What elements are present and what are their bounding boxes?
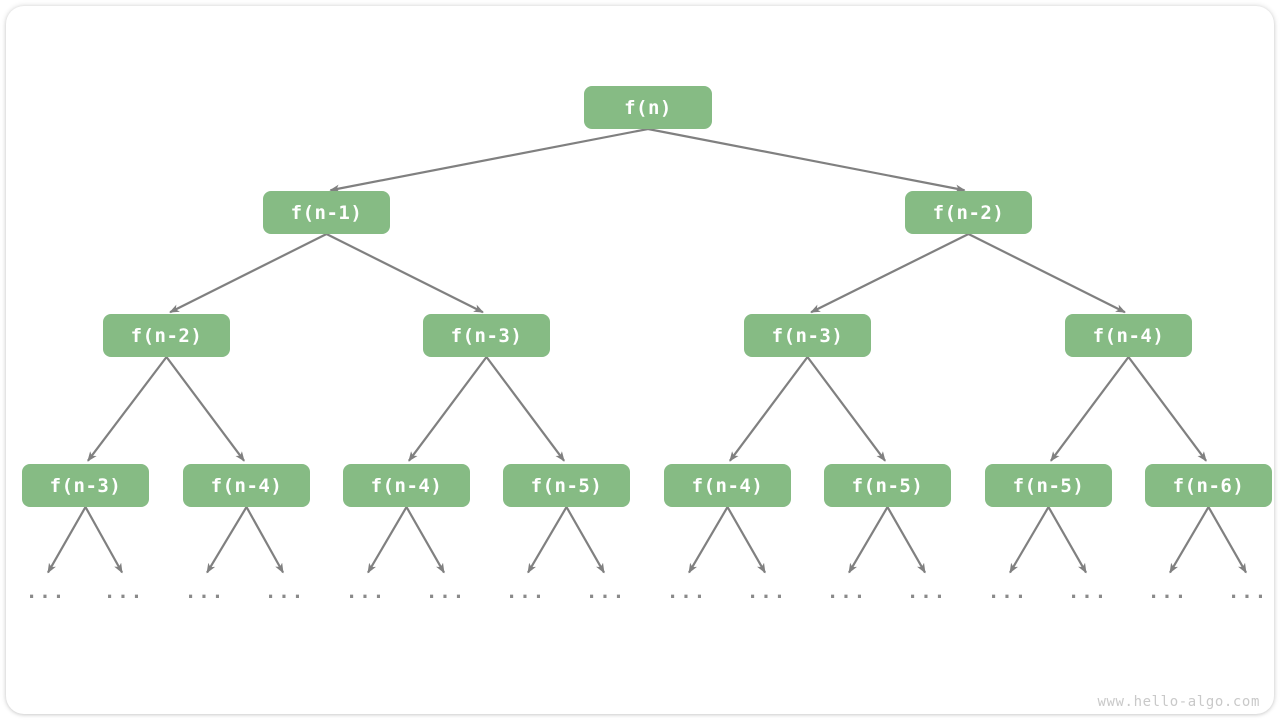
tree-ellipsis: ... — [987, 581, 1029, 603]
tree-node: f(n-4) — [183, 464, 310, 507]
tree-ellipsis: ... — [345, 581, 387, 603]
tree-edge — [688, 506, 729, 574]
tree-edge — [1009, 506, 1050, 574]
tree-edge — [169, 233, 327, 314]
tree-ellipsis: ... — [425, 581, 467, 603]
tree-edge — [647, 127, 966, 193]
tree-node: f(n-3) — [423, 314, 550, 357]
tree-edge — [408, 356, 488, 462]
tree-edge — [87, 356, 168, 462]
tree-edge — [1047, 506, 1087, 574]
tree-node: f(n-5) — [503, 464, 630, 507]
tree-ellipsis: ... — [1147, 581, 1189, 603]
tree-ellipsis: ... — [103, 581, 145, 603]
tree-edge — [726, 506, 766, 574]
tree-edge — [165, 356, 245, 462]
tree-ellipsis: ... — [264, 581, 306, 603]
tree-ellipsis: ... — [184, 581, 226, 603]
tree-edge — [886, 506, 926, 574]
tree-edge — [206, 506, 248, 574]
tree-edge — [367, 506, 408, 574]
tree-ellipsis: ... — [585, 581, 627, 603]
tree-edge — [729, 356, 809, 462]
tree-ellipsis: ... — [746, 581, 788, 603]
tree-edge — [1207, 506, 1247, 574]
tree-node: f(n) — [584, 86, 712, 129]
tree-ellipsis: ... — [826, 581, 868, 603]
tree-edge — [245, 506, 285, 574]
tree-ellipsis: ... — [505, 581, 547, 603]
tree-ellipsis: ... — [1067, 581, 1109, 603]
tree-node: f(n-1) — [263, 191, 390, 234]
tree-edge — [485, 356, 565, 462]
site-watermark: www.hello-algo.com — [1097, 694, 1260, 710]
tree-edge — [848, 506, 889, 574]
diagram-card: f(n) f(n-1) f(n-2) f(n-2) f(n-3) f(n-3) f(n-4)… — [6, 6, 1274, 714]
tree-node: f(n-5) — [985, 464, 1112, 507]
tree-edge — [1169, 506, 1210, 574]
tree-edge — [806, 356, 886, 462]
tree-node: f(n-6) — [1145, 464, 1272, 507]
tree-ellipsis: ... — [906, 581, 948, 603]
tree-node: f(n-2) — [103, 314, 230, 357]
tree-edge — [1127, 356, 1207, 462]
tree-node: f(n-4) — [343, 464, 470, 507]
tree-node: f(n-5) — [824, 464, 951, 507]
tree-edge — [527, 506, 568, 574]
tree-node: f(n-3) — [22, 464, 149, 507]
tree-ellipsis: ... — [666, 581, 708, 603]
tree-edge — [405, 506, 445, 574]
tree-ellipsis: ... — [1227, 581, 1269, 603]
tree-node: f(n-2) — [905, 191, 1032, 234]
tree-ellipsis: ... — [25, 581, 67, 603]
tree-edge — [968, 233, 1126, 314]
tree-edge — [329, 127, 649, 193]
tree-edge — [565, 506, 605, 574]
tree-edge — [84, 506, 124, 574]
recursion-tree-diagram: f(n) f(n-1) f(n-2) f(n-2) f(n-3) f(n-3) f(n-4)… — [6, 6, 1274, 714]
tree-node: f(n-4) — [1065, 314, 1192, 357]
tree-edge — [810, 233, 969, 314]
tree-node: f(n-3) — [744, 314, 871, 357]
tree-edge — [47, 506, 87, 574]
tree-node: f(n-4) — [664, 464, 791, 507]
tree-edge — [326, 233, 484, 314]
tree-edge — [1050, 356, 1130, 462]
